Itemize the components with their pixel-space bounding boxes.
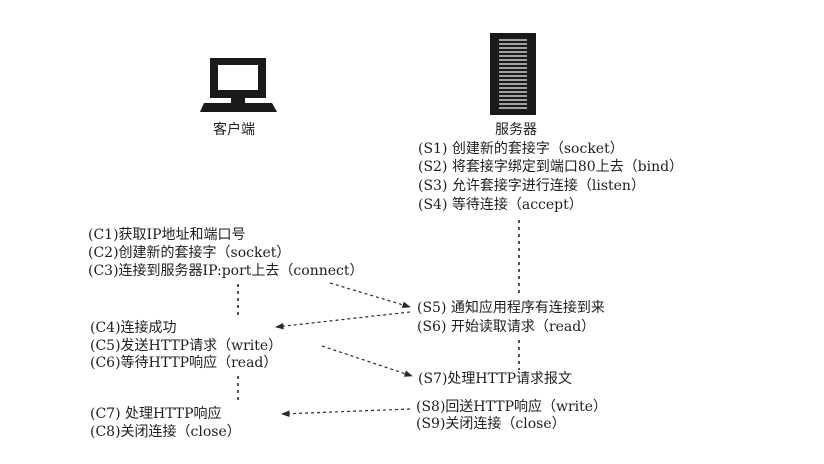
client-step-c6: (C6)等待HTTP响应（read） bbox=[90, 355, 278, 371]
arrow-accept bbox=[275, 311, 411, 330]
server-step-s5: (S5) 通知应用程序有连接到来 bbox=[417, 300, 605, 316]
client-step-c1: (C1)获取IP地址和端口号 bbox=[88, 227, 246, 243]
arrow-request bbox=[321, 345, 413, 377]
server-step-s8: (S8)回送HTTP响应（write） bbox=[416, 399, 608, 415]
server-step-s1: (S1) 创建新的套接字（socket） bbox=[418, 141, 624, 157]
client-step-c8: (C8)关闭连接（close） bbox=[90, 424, 241, 440]
server-label: 服务器 bbox=[495, 122, 537, 138]
client-step-c5: (C5)发送HTTP请求（write） bbox=[90, 338, 283, 354]
client-label: 客户端 bbox=[213, 122, 255, 138]
server-step-s9: (S9)关闭连接（close） bbox=[416, 416, 566, 432]
client-step-c2: (C2)创建新的套接字（socket） bbox=[88, 245, 291, 261]
server-step-s6: (S6) 开始读取请求（read） bbox=[417, 319, 596, 335]
server-step-s7: (S7)处理HTTP请求报文 bbox=[418, 371, 572, 387]
client-step-c7: (C7) 处理HTTP响应 bbox=[90, 406, 222, 422]
client-step-c4: (C4)连接成功 bbox=[90, 320, 177, 336]
server-step-s2: (S2) 将套接字绑定到端口80上去（bind） bbox=[418, 159, 684, 175]
client-step-c3: (C3)连接到服务器IP:port上去（connect） bbox=[88, 263, 364, 279]
computer-icon bbox=[200, 58, 277, 112]
server-step-s3: (S3) 允许套接字进行连接（listen） bbox=[418, 178, 645, 194]
server-tower-icon bbox=[490, 33, 536, 115]
arrow-response bbox=[281, 408, 411, 418]
arrow-connect bbox=[329, 282, 411, 309]
server-step-s4: (S4) 等待连接（accept） bbox=[418, 197, 583, 213]
